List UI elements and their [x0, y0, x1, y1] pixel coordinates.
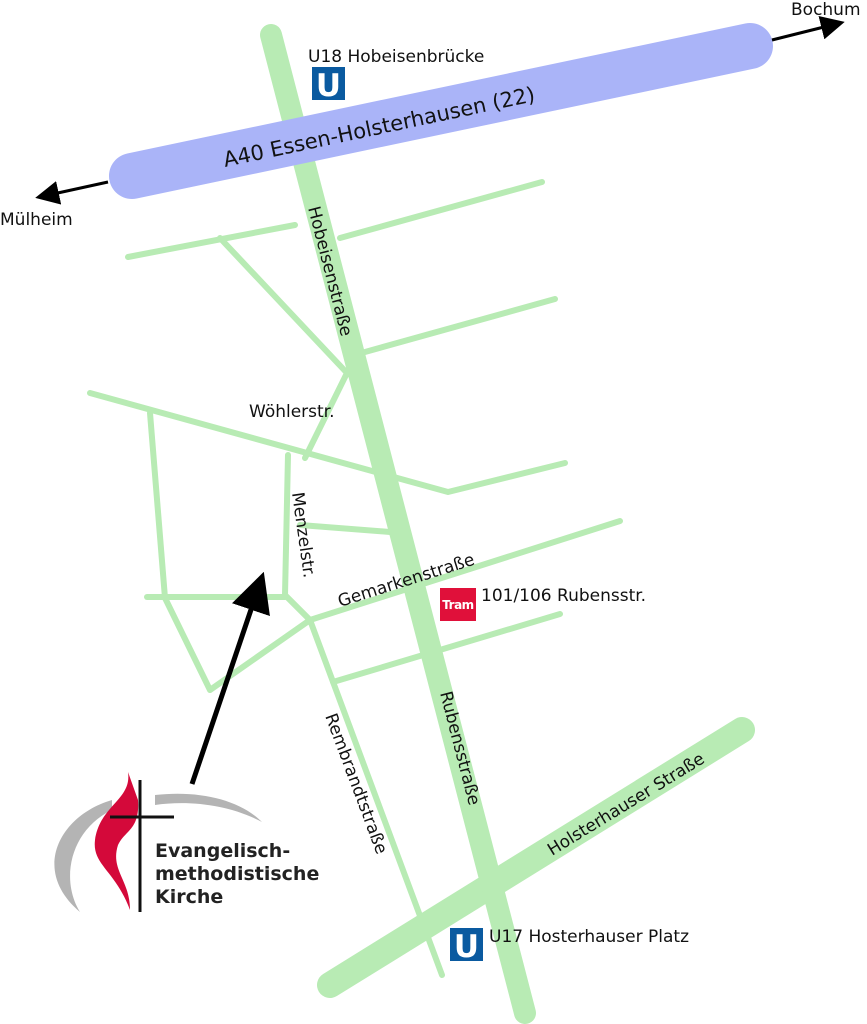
logo-text-line1: Evangelisch-	[155, 840, 290, 862]
logo-gray-arc-right	[155, 793, 262, 822]
direction-bochum: Bochum	[791, 0, 861, 20]
label-menzelstr: Menzelstr.	[287, 491, 319, 579]
church-logo: Evangelisch- methodistische Kirche	[54, 772, 319, 912]
street	[297, 522, 393, 535]
logo-gray-arc-left	[54, 800, 112, 912]
street	[362, 296, 558, 355]
u17-stop: U U17 Hosterhauser Platz	[450, 927, 689, 965]
street	[147, 410, 168, 601]
street	[87, 390, 568, 495]
u18-label: U18 Hobeisenbrücke	[308, 47, 484, 67]
tram-icon	[440, 588, 476, 621]
ubahn-icon-letter: U	[316, 68, 341, 104]
label-woehlerstr: Wöhlerstr.	[249, 402, 335, 422]
arrow-bochum	[771, 15, 845, 42]
logo-flame	[94, 772, 139, 910]
gemarkenstrasse-street	[307, 518, 623, 623]
logo-text-line3: Kirche	[155, 886, 223, 908]
hobeisen-rubens-road	[260, 24, 536, 1024]
ubahn-icon	[450, 928, 483, 961]
tram-stop: Tram 101/106 Rubensstr.	[440, 586, 646, 621]
u18-stop: U U18 Hobeisenbrücke	[308, 47, 484, 104]
street	[125, 222, 298, 260]
holsterhauser-strasse-road	[317, 717, 755, 998]
ubahn-icon-letter: U	[454, 929, 479, 965]
arrow-muelheim	[35, 180, 109, 205]
tram-label: 101/106 Rubensstr.	[481, 586, 646, 606]
street	[330, 611, 563, 685]
a40-highway	[109, 23, 773, 199]
ubahn-icon	[312, 67, 345, 100]
street	[337, 179, 545, 241]
minor-streets	[87, 179, 623, 978]
direction-muelheim: Mülheim	[0, 210, 73, 230]
street	[217, 235, 350, 461]
street	[162, 595, 313, 693]
label-holsterhauser-strasse: Holsterhauser Straße	[544, 749, 708, 860]
tram-icon-text: Tram	[442, 598, 473, 612]
logo-text-line2: methodistische	[155, 863, 319, 885]
u17-label: U17 Hosterhauser Platz	[489, 927, 689, 947]
church-pointer-arrow	[189, 571, 270, 785]
label-rembrandtstrasse: Rembrandtstraße	[320, 711, 391, 857]
